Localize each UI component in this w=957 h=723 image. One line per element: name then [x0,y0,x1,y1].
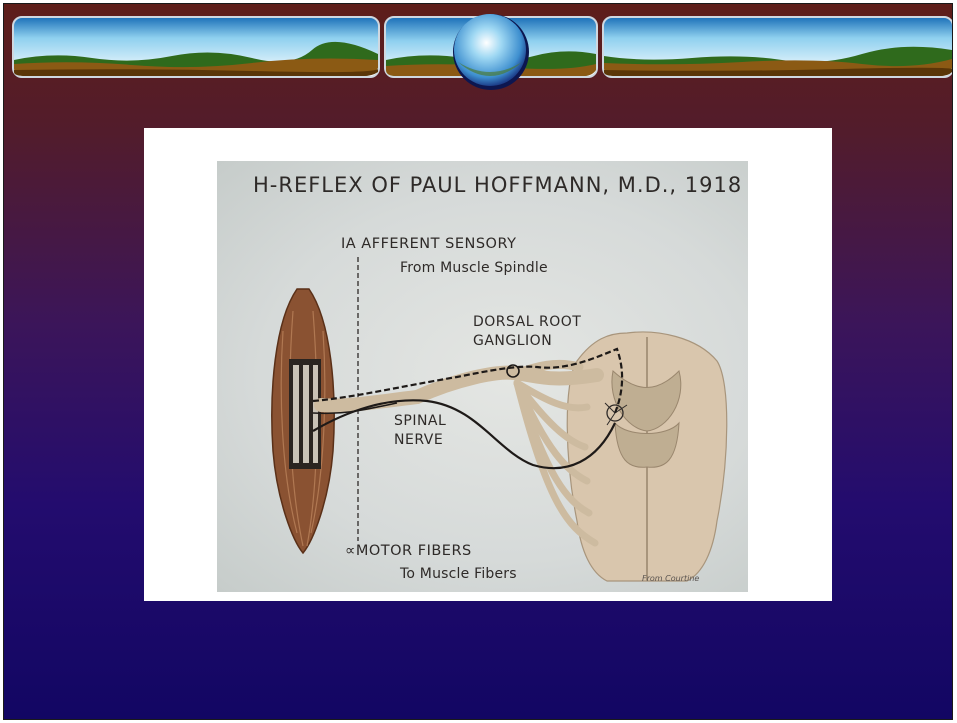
header-banner-left [12,16,380,78]
figure-title: H-REFLEX OF PAUL HOFFMANN, M.D., 1918 [253,173,742,197]
header-banner-globe [384,12,598,92]
label-motor-fibers: ∝MOTOR FIBERS [345,543,472,559]
figure-credit: From Courtine [642,574,699,583]
label-ganglion: GANGLION [473,333,552,349]
header-banner-right [602,16,953,78]
label-muscle-spindle: From Muscle Spindle [400,260,548,276]
nerve-roots [321,364,597,543]
figure-frame: H-REFLEX OF PAUL HOFFMANN, M.D., 1918 IA… [144,128,832,601]
label-nerve: NERVE [394,432,443,448]
h-reflex-illustration: H-REFLEX OF PAUL HOFFMANN, M.D., 1918 IA… [217,161,748,592]
label-spinal: SPINAL [394,413,446,429]
slide-background: H-REFLEX OF PAUL HOFFMANN, M.D., 1918 IA… [3,3,953,720]
label-to-muscle-fibers: To Muscle Fibers [400,566,517,582]
muscle-illustration [272,289,334,553]
label-dorsal-root: DORSAL ROOT [473,314,581,330]
label-ia-afferent: IA AFFERENT SENSORY [341,236,516,252]
